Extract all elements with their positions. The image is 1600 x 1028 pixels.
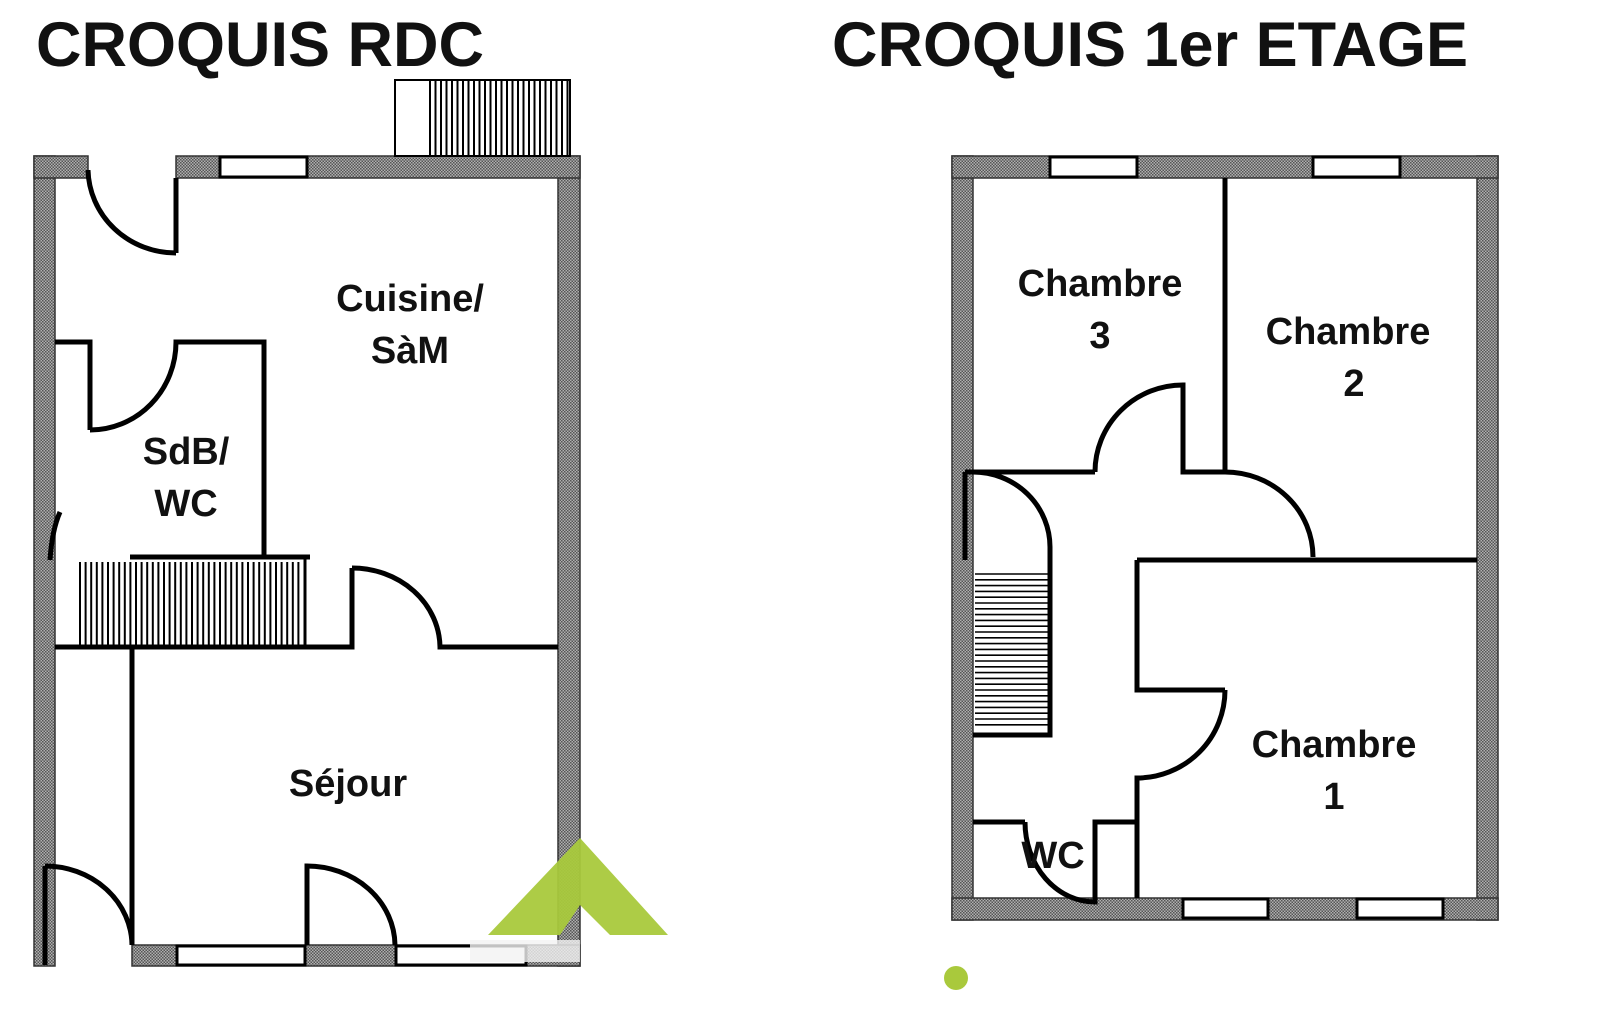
window — [1048, 155, 1139, 179]
interior-stairs — [79, 557, 307, 647]
interior-stairs — [975, 573, 1048, 726]
logo-dot — [944, 966, 968, 990]
room-label-chambre-1: Chambre — [1252, 724, 1417, 766]
window — [175, 944, 307, 967]
window — [1355, 897, 1445, 920]
room-label-sejour: Séjour — [289, 763, 407, 805]
exterior-stairs — [394, 79, 571, 157]
window — [1181, 897, 1270, 920]
room-label-cuisine-2: SàM — [371, 330, 449, 372]
room-label-chambre-2: Chambre — [1266, 311, 1431, 353]
agency-logo — [470, 838, 668, 962]
interior-walls — [42, 169, 558, 965]
title-ground-floor: CROQUIS RDC — [36, 10, 484, 80]
room-label-sdb-2: WC — [154, 483, 217, 525]
room-label-cuisine: Cuisine/ — [336, 278, 484, 320]
room-label-sdb: SdB/ — [143, 431, 230, 473]
room-label-chambre-3: Chambre — [1018, 263, 1183, 305]
window — [218, 155, 309, 179]
title-first-floor: CROQUIS 1er ETAGE — [832, 10, 1468, 80]
room-label-chambre-3-num: 3 — [1089, 315, 1110, 357]
ground-floor-plan: Cuisine/ SàM SdB/ WC Séjour — [33, 79, 668, 967]
first-floor-plan: Chambre 3 Chambre 2 Chambre 1 WC — [944, 155, 1499, 990]
room-label-wc: WC — [1021, 835, 1084, 877]
room-label-chambre-1-num: 1 — [1323, 776, 1344, 818]
room-label-chambre-2-num: 2 — [1343, 363, 1364, 405]
window — [1311, 155, 1402, 179]
outer-walls — [33, 155, 581, 967]
interior-walls — [962, 178, 1477, 905]
